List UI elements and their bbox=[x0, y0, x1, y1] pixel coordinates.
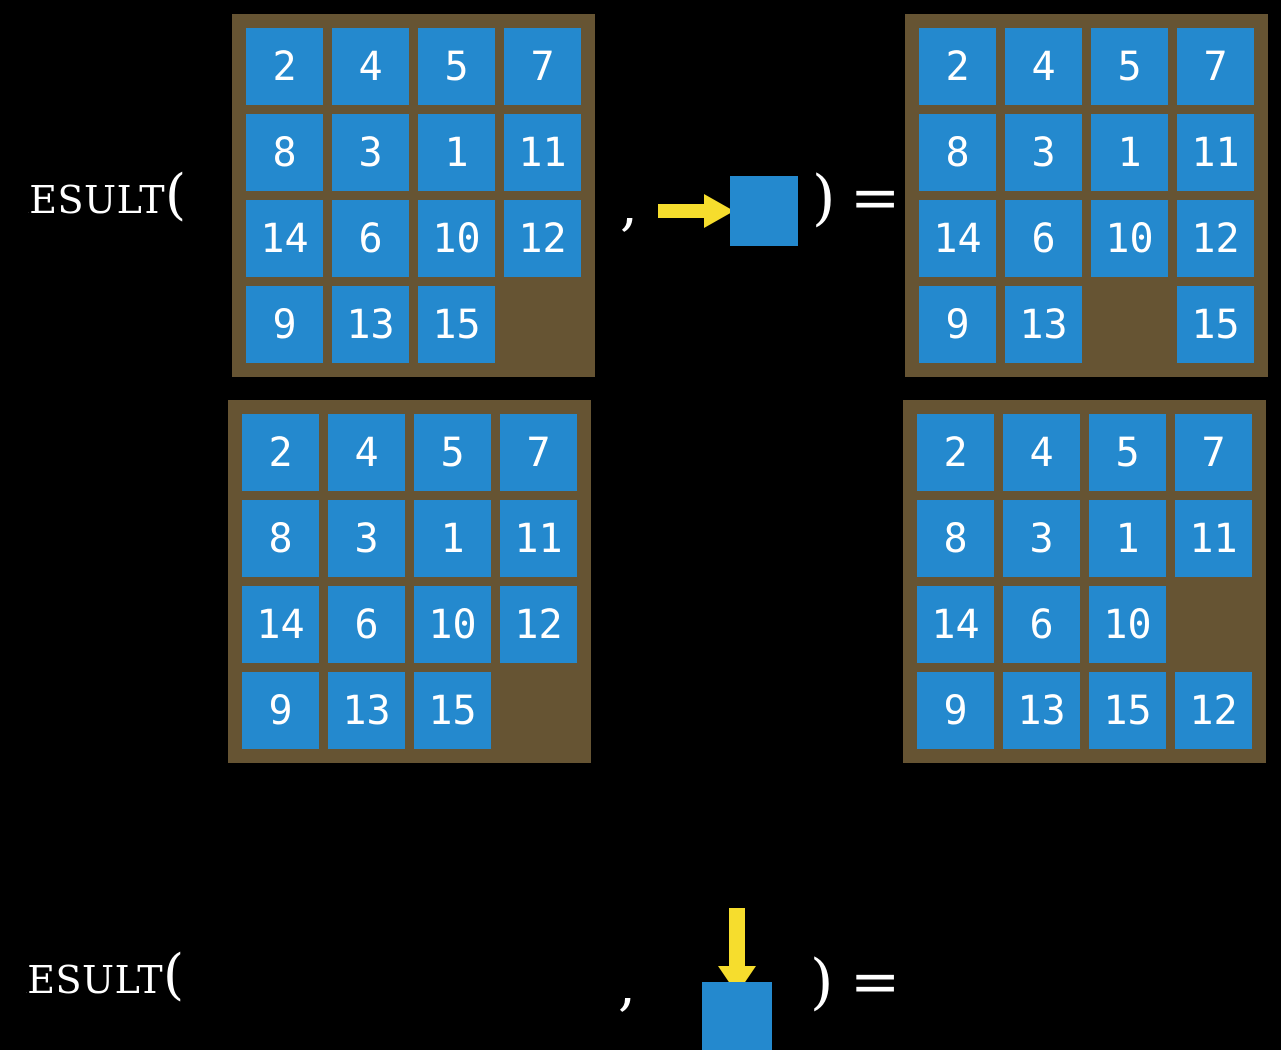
tile[interactable]: 10 bbox=[414, 586, 491, 663]
tile[interactable]: 10 bbox=[1089, 586, 1166, 663]
tile[interactable]: 15 bbox=[414, 672, 491, 749]
tile[interactable]: 7 bbox=[1175, 414, 1252, 491]
tile[interactable]: 9 bbox=[242, 672, 319, 749]
tile[interactable]: 3 bbox=[328, 500, 405, 577]
close-paren: ) bbox=[810, 947, 834, 1017]
output-board-row-2: 2 4 5 7 8 3 1 11 14 6 10 9 13 15 12 bbox=[903, 400, 1266, 763]
tile[interactable]: 1 bbox=[1089, 500, 1166, 577]
tile[interactable]: 4 bbox=[332, 28, 409, 105]
tile[interactable]: 1 bbox=[1091, 114, 1168, 191]
tile[interactable]: 14 bbox=[917, 586, 994, 663]
tile[interactable]: 2 bbox=[919, 28, 996, 105]
tile[interactable]: 9 bbox=[917, 672, 994, 749]
tile[interactable]: 6 bbox=[1005, 200, 1082, 277]
blank-tile bbox=[1091, 286, 1168, 363]
operator-area-row-2: , ) = bbox=[600, 392, 900, 1050]
tile[interactable]: 4 bbox=[1005, 28, 1082, 105]
operation-tile[interactable] bbox=[702, 982, 772, 1050]
comma-separator: , bbox=[618, 953, 636, 1018]
tile[interactable]: 15 bbox=[418, 286, 495, 363]
tile[interactable]: 6 bbox=[332, 200, 409, 277]
tile[interactable]: 1 bbox=[418, 114, 495, 191]
result-equation-row-2: Result( 2 4 5 7 8 3 1 11 14 6 10 12 9 13… bbox=[0, 392, 1281, 1050]
tile[interactable]: 5 bbox=[1089, 414, 1166, 491]
tile[interactable]: 14 bbox=[246, 200, 323, 277]
tile[interactable]: 9 bbox=[919, 286, 996, 363]
tile[interactable]: 6 bbox=[328, 586, 405, 663]
tile[interactable]: 13 bbox=[1005, 286, 1082, 363]
tile[interactable]: 5 bbox=[414, 414, 491, 491]
equals-sign: = bbox=[850, 163, 901, 233]
tile[interactable]: 7 bbox=[504, 28, 581, 105]
tile[interactable]: 8 bbox=[246, 114, 323, 191]
result-function-label-row-2: Result( bbox=[26, 943, 185, 1006]
tile[interactable]: 11 bbox=[1177, 114, 1254, 191]
input-board-row-1: 2 4 5 7 8 3 1 11 14 6 10 12 9 13 15 bbox=[232, 14, 595, 377]
equals-sign: = bbox=[850, 947, 901, 1017]
tile[interactable]: 15 bbox=[1089, 672, 1166, 749]
tile[interactable]: 4 bbox=[328, 414, 405, 491]
tile[interactable]: 3 bbox=[1005, 114, 1082, 191]
tile[interactable]: 8 bbox=[917, 500, 994, 577]
blank-tile bbox=[500, 672, 577, 749]
tile[interactable]: 12 bbox=[504, 200, 581, 277]
tile[interactable]: 13 bbox=[1003, 672, 1080, 749]
arrow-right-icon bbox=[658, 194, 734, 228]
tile[interactable]: 15 bbox=[1177, 286, 1254, 363]
tile[interactable]: 10 bbox=[418, 200, 495, 277]
tile[interactable]: 2 bbox=[246, 28, 323, 105]
blank-tile bbox=[504, 286, 581, 363]
operator-area-row-1: , ) = bbox=[600, 0, 900, 380]
tile[interactable]: 7 bbox=[1177, 28, 1254, 105]
tile[interactable]: 11 bbox=[1175, 500, 1252, 577]
tile[interactable]: 8 bbox=[242, 500, 319, 577]
result-function-label-row-1: Result( bbox=[28, 163, 187, 226]
tile[interactable]: 4 bbox=[1003, 414, 1080, 491]
tile[interactable]: 5 bbox=[418, 28, 495, 105]
tile[interactable]: 13 bbox=[332, 286, 409, 363]
tile[interactable]: 11 bbox=[500, 500, 577, 577]
tile[interactable]: 7 bbox=[500, 414, 577, 491]
tile[interactable]: 2 bbox=[242, 414, 319, 491]
tile[interactable]: 12 bbox=[500, 586, 577, 663]
input-board-row-2: 2 4 5 7 8 3 1 11 14 6 10 12 9 13 15 bbox=[228, 400, 591, 763]
comma-separator: , bbox=[620, 173, 638, 238]
tile[interactable]: 1 bbox=[414, 500, 491, 577]
tile[interactable]: 12 bbox=[1177, 200, 1254, 277]
tile[interactable]: 8 bbox=[919, 114, 996, 191]
blank-tile bbox=[1175, 586, 1252, 663]
tile[interactable]: 13 bbox=[328, 672, 405, 749]
tile[interactable]: 14 bbox=[919, 200, 996, 277]
tile[interactable]: 6 bbox=[1003, 586, 1080, 663]
operation-tile[interactable] bbox=[730, 176, 798, 246]
tile[interactable]: 9 bbox=[246, 286, 323, 363]
result-equation-row-1: Result( 2 4 5 7 8 3 1 11 14 6 10 12 9 13… bbox=[0, 0, 1281, 380]
tile[interactable]: 3 bbox=[332, 114, 409, 191]
tile[interactable]: 11 bbox=[504, 114, 581, 191]
tile[interactable]: 14 bbox=[242, 586, 319, 663]
tile[interactable]: 12 bbox=[1175, 672, 1252, 749]
output-board-row-1: 2 4 5 7 8 3 1 11 14 6 10 12 9 13 15 bbox=[905, 14, 1268, 377]
close-paren: ) bbox=[812, 163, 836, 233]
tile[interactable]: 5 bbox=[1091, 28, 1168, 105]
tile[interactable]: 10 bbox=[1091, 200, 1168, 277]
tile[interactable]: 3 bbox=[1003, 500, 1080, 577]
tile[interactable]: 2 bbox=[917, 414, 994, 491]
